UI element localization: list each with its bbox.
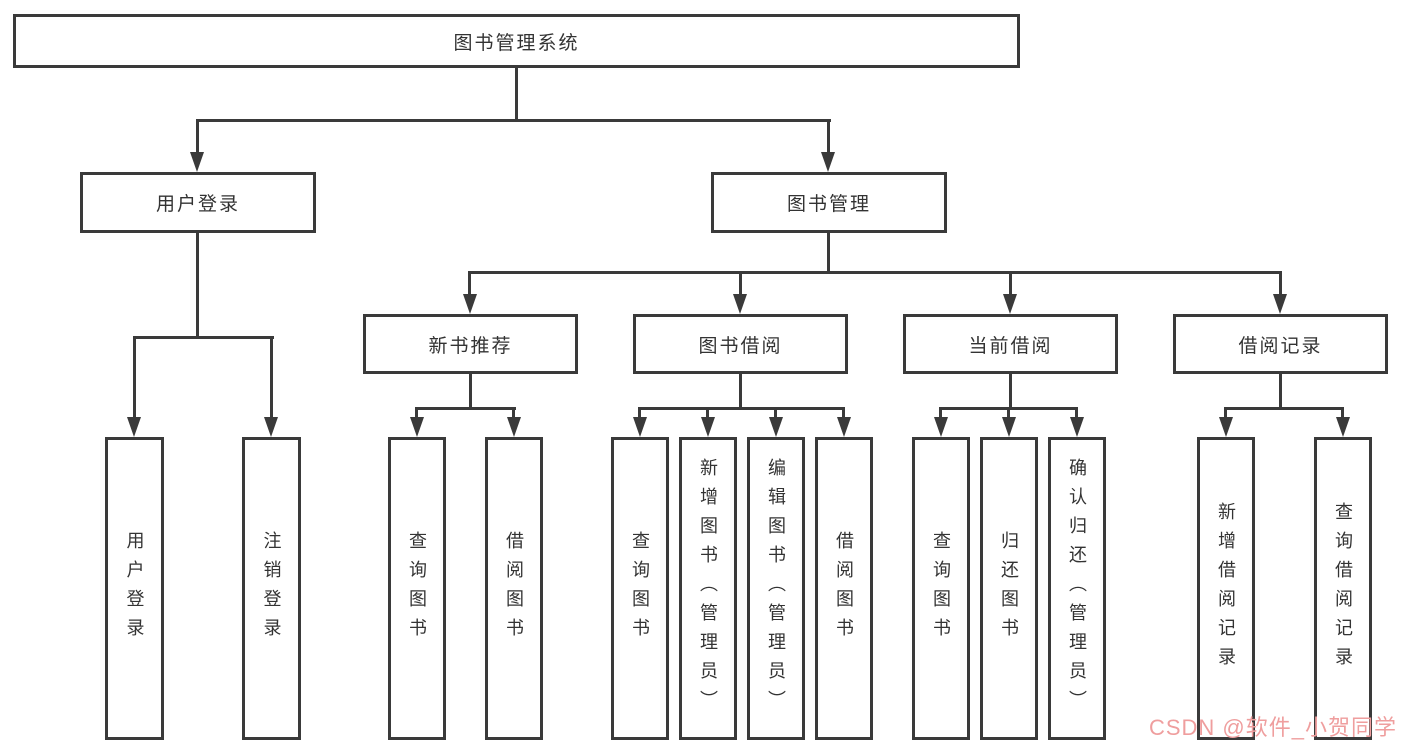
leaf-borrow-books-borrowing: 借阅图书 [815,437,873,740]
connector-line [1075,407,1078,421]
leaf-query-books-current: 查询图书 [912,437,970,740]
arrow-down-icon [410,417,424,437]
arrow-down-icon [769,417,783,437]
connector-line [1279,374,1282,410]
connector-line [1224,407,1344,410]
leaf-query-borrow-record: 查询借阅记录 [1314,437,1372,740]
connector-line [512,407,515,421]
connector-line [133,336,136,421]
connector-line [1007,407,1010,421]
leaf-query-books-current-label: 查询图书 [931,530,951,647]
connector-line [468,271,471,301]
node-new-book-recommend: 新书推荐 [363,314,578,374]
leaf-confirm-return-admin: 确认归还（管理员） [1048,437,1106,740]
leaf-add-borrow-record-label: 新增借阅记录 [1216,501,1236,676]
connector-line [1279,271,1282,301]
connector-line [1341,407,1344,421]
leaf-borrow-books-borrowing-label: 借阅图书 [834,530,854,647]
leaf-query-books-borrowing-label: 查询图书 [630,530,650,647]
arrow-down-icon [701,417,715,437]
leaf-confirm-return-admin-label: 确认归还（管理员） [1067,458,1087,719]
connector-line [133,336,274,339]
leaf-add-books-admin: 新增图书（管理员） [679,437,737,740]
node-current-borrowing-label: 当前借阅 [968,335,1053,357]
connector-line [774,407,777,421]
node-book-borrowing-label: 图书借阅 [698,335,783,357]
arrow-down-icon [1003,294,1017,314]
connector-line [515,68,518,122]
connector-line [1009,271,1012,301]
connector-line [196,119,831,122]
connector-line [638,407,641,421]
node-root: 图书管理系统 [13,14,1020,68]
connector-line [638,407,845,410]
node-new-book-recommend-label: 新书推荐 [428,335,513,357]
leaf-return-books-label: 归还图书 [999,530,1019,647]
arrow-down-icon [463,294,477,314]
connector-line [827,119,830,156]
node-book-borrowing: 图书借阅 [633,314,848,374]
leaf-add-borrow-record: 新增借阅记录 [1197,437,1255,740]
arrow-down-icon [1002,417,1016,437]
arrow-down-icon [127,417,141,437]
arrow-down-icon [934,417,948,437]
connector-line [468,271,1282,274]
arrow-down-icon [1219,417,1233,437]
connector-line [1009,374,1012,410]
node-current-borrowing: 当前借阅 [903,314,1118,374]
connector-line [939,407,942,421]
node-user-login: 用户登录 [80,172,316,233]
connector-line [739,271,742,301]
node-user-login-label: 用户登录 [155,194,240,215]
connector-line [196,233,199,339]
leaf-query-books-borrowing: 查询图书 [611,437,669,740]
leaf-query-borrow-record-label: 查询借阅记录 [1333,501,1353,676]
node-borrowing-records-label: 借阅记录 [1238,335,1323,357]
arrow-down-icon [1070,417,1084,437]
leaf-add-books-admin-label: 新增图书（管理员） [698,458,718,719]
connector-line [706,407,709,421]
leaf-logout: 注销登录 [242,437,301,740]
leaf-edit-books-admin-label: 编辑图书（管理员） [766,458,786,719]
connector-line [196,119,199,156]
node-root-label: 图书管理系统 [453,32,580,54]
connector-line [415,407,516,410]
node-book-management-label: 图书管理 [786,194,871,215]
leaf-borrow-books-recommend: 借阅图书 [485,437,543,740]
node-borrowing-records: 借阅记录 [1173,314,1388,374]
connector-line [270,336,273,421]
connector-line [842,407,845,421]
arrow-down-icon [264,417,278,437]
arrow-down-icon [1336,417,1350,437]
leaf-logout-label: 注销登录 [261,530,282,647]
leaf-return-books: 归还图书 [980,437,1038,740]
leaf-query-books-recommend-label: 查询图书 [407,530,427,647]
connector-line [827,233,830,274]
connector-line [415,407,418,421]
leaf-edit-books-admin: 编辑图书（管理员） [747,437,805,740]
connector-line [469,374,472,410]
connector-line [739,374,742,410]
arrow-down-icon [1273,294,1287,314]
connector-line [1224,407,1227,421]
arrow-down-icon [733,294,747,314]
arrow-down-icon [821,152,835,172]
node-book-management: 图书管理 [711,172,947,233]
arrow-down-icon [633,417,647,437]
leaf-user-login: 用户登录 [105,437,164,740]
leaf-user-login-label: 用户登录 [124,530,145,647]
watermark: CSDN @软件_小贺同学 [1148,715,1397,740]
arrow-down-icon [190,152,204,172]
leaf-query-books-recommend: 查询图书 [388,437,446,740]
arrow-down-icon [837,417,851,437]
leaf-borrow-books-recommend-label: 借阅图书 [504,530,524,647]
arrow-down-icon [507,417,521,437]
